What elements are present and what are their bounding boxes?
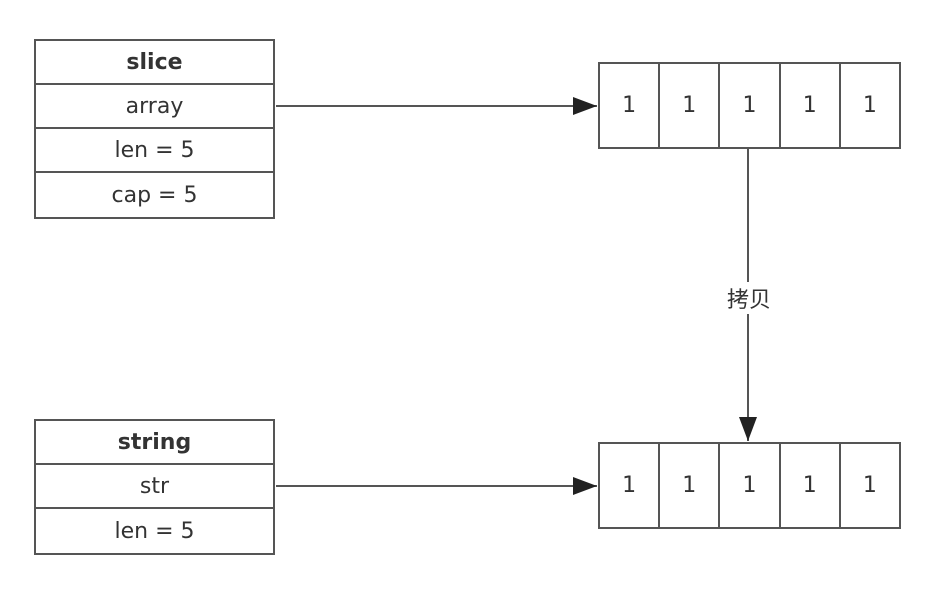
array-cell: 1 bbox=[720, 64, 781, 147]
array-cell: 1 bbox=[862, 473, 877, 498]
arrow-head-bottom bbox=[573, 477, 597, 495]
array-cell: 1 bbox=[660, 64, 721, 147]
string-field-len: len = 5 bbox=[114, 518, 195, 544]
copy-edge-label: 拷贝 bbox=[714, 282, 784, 314]
slice-field-array: array bbox=[36, 85, 273, 129]
array-cell: 1 bbox=[600, 64, 661, 147]
backing-array-bottom: 1 1 1 1 1 bbox=[598, 442, 901, 529]
array-cell: 1 bbox=[720, 444, 781, 527]
slice-struct: slice array len = 5 cap = 5 bbox=[34, 39, 275, 219]
array-cell: 1 bbox=[781, 64, 841, 147]
array-cell: 1 bbox=[660, 444, 721, 527]
backing-array-top: 1 1 1 1 1 bbox=[598, 62, 901, 149]
array-cell: 1 bbox=[862, 93, 877, 118]
slice-struct-title: slice bbox=[36, 41, 273, 85]
string-struct: string str len = 5 bbox=[34, 419, 275, 555]
array-cell: 1 bbox=[600, 444, 661, 527]
slice-field-len: len = 5 bbox=[36, 129, 273, 173]
slice-field-cap: cap = 5 bbox=[111, 182, 198, 208]
arrow-head-copy bbox=[739, 417, 757, 441]
string-field-str: str bbox=[36, 465, 273, 509]
array-cell: 1 bbox=[781, 444, 841, 527]
arrow-head-top bbox=[573, 97, 597, 115]
string-struct-title: string bbox=[36, 421, 273, 465]
